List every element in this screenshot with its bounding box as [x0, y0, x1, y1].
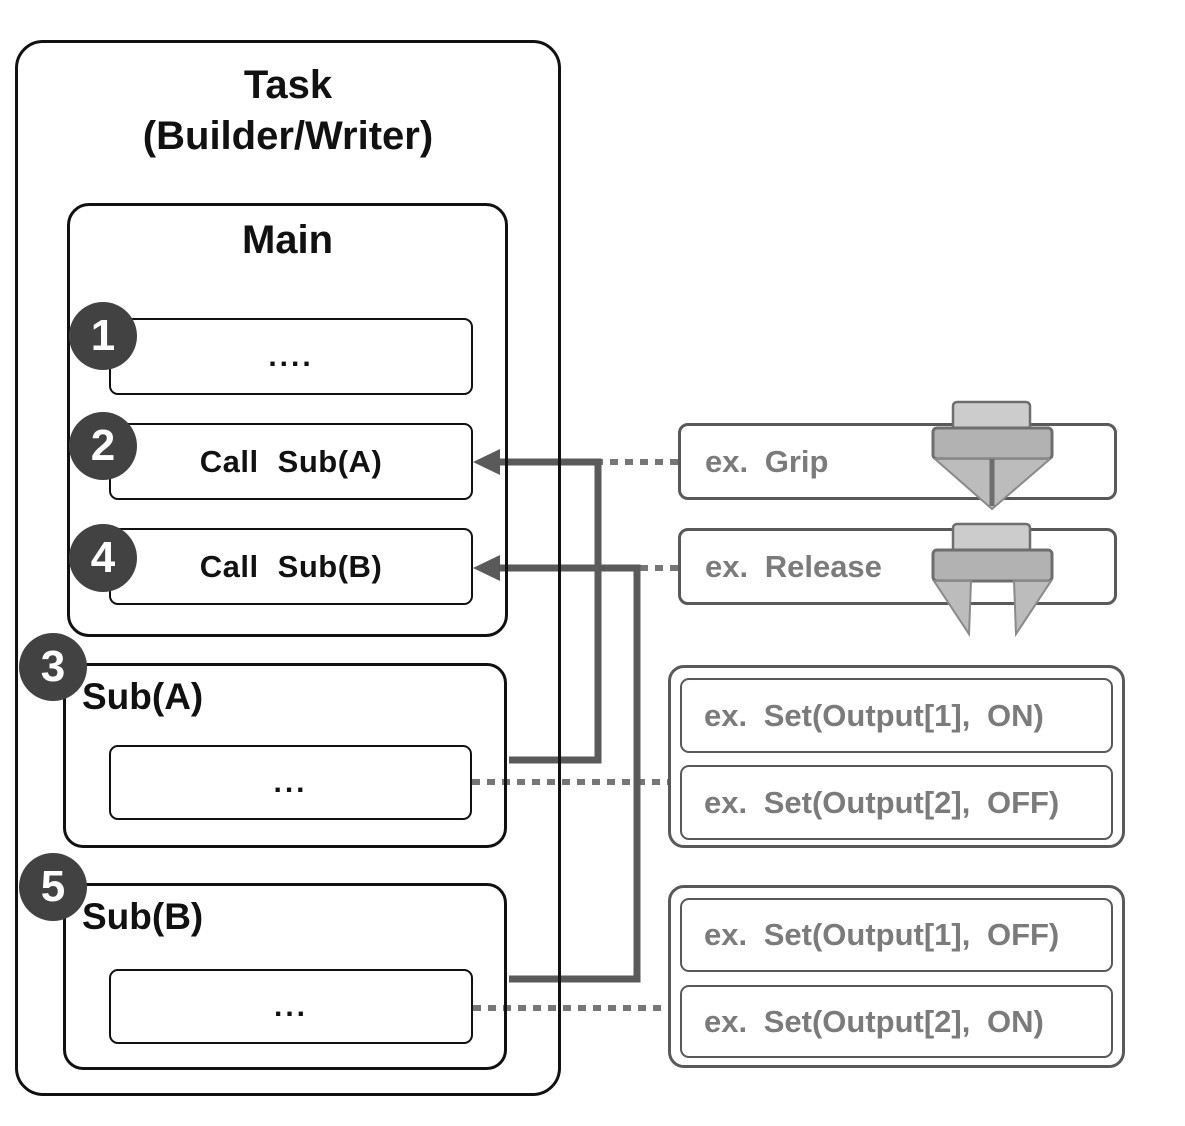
set-b2-box: ex. Set(Output[2], ON): [680, 985, 1113, 1058]
task-title: Task (Builder/Writer): [15, 60, 561, 162]
suba-title-label: Sub(A): [82, 676, 204, 717]
badge-5-number: 5: [40, 862, 66, 911]
badge-3: 3: [19, 633, 87, 701]
set-a1-box: ex. Set(Output[1], ON): [680, 678, 1113, 753]
gripper-closed-icon: [931, 400, 1054, 511]
call-subb-label: Call Sub(B): [199, 548, 383, 584]
badge-2: 2: [69, 412, 137, 480]
badge-4: 4: [69, 524, 137, 592]
ex-grip-label: ex. Grip: [705, 443, 829, 479]
main-frame: [67, 203, 508, 637]
set-a2-box: ex. Set(Output[2], OFF): [680, 765, 1113, 840]
suba-body-label: ...: [273, 765, 308, 799]
call-suba-box: Call Sub(A): [109, 423, 473, 500]
subb-title-label: Sub(B): [82, 896, 204, 937]
task-frame: [15, 40, 561, 1096]
badge-1-number: 1: [90, 311, 116, 360]
call-path-subb: [496, 564, 641, 983]
arrowhead-subb: [473, 555, 500, 581]
set-b1-label: ex. Set(Output[1], OFF): [704, 917, 1060, 952]
main-step-1-box: ....: [109, 318, 473, 395]
badge-5: 5: [19, 853, 87, 921]
badge-3-number: 3: [40, 642, 66, 691]
set-a2-label: ex. Set(Output[2], OFF): [704, 784, 1060, 820]
subb-body-label: ...: [273, 989, 308, 1023]
gripper-open-icon: [931, 522, 1054, 638]
badge-4-number: 4: [90, 533, 116, 582]
call-path-suba: [496, 458, 602, 764]
main-title-label: Main: [241, 218, 334, 262]
subb-body-box: ...: [109, 969, 473, 1044]
set-b1-box: ex. Set(Output[1], OFF): [680, 898, 1113, 972]
subb-title: Sub(B): [82, 896, 203, 938]
arrowhead-suba: [473, 449, 500, 475]
task-title-line1: Task: [243, 63, 333, 107]
suba-frame: [63, 663, 507, 848]
main-title: Main: [67, 218, 508, 263]
subb-frame: [63, 883, 507, 1070]
call-suba-label: Call Sub(A): [199, 443, 383, 479]
task-title-line2: (Builder/Writer): [142, 114, 434, 159]
main-step-1-label: ....: [268, 339, 314, 373]
badge-1: 1: [69, 302, 137, 370]
set-a1-label: ex. Set(Output[1], ON): [704, 697, 1044, 733]
suba-title: Sub(A): [82, 676, 203, 718]
suba-body-box: ...: [109, 745, 472, 820]
set-b2-label: ex. Set(Output[2], ON): [704, 1003, 1044, 1039]
badge-2-number: 2: [90, 421, 116, 470]
ex-release-label: ex. Release: [705, 548, 882, 584]
call-subb-box: Call Sub(B): [109, 528, 473, 605]
